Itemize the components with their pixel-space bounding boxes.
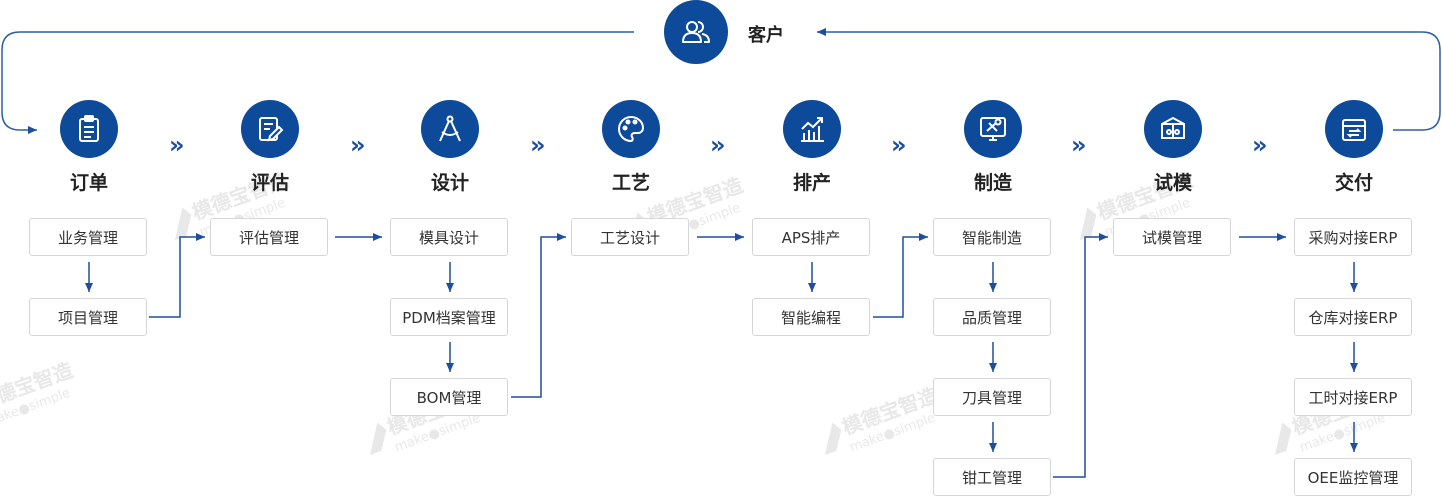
stage-label: 交付 — [1334, 172, 1373, 194]
connector — [1053, 233, 1108, 478]
users-icon — [682, 21, 710, 43]
process-box-project-mgmt: 项目管理 — [29, 298, 147, 336]
process-box-business-mgmt: 业务管理 — [29, 218, 147, 256]
stage-label: 订单 — [69, 172, 108, 194]
chevron-right-icon: » — [1071, 131, 1086, 159]
stage-node-evaluate — [241, 100, 299, 158]
palette-icon — [618, 115, 645, 143]
stage-node-schedule — [783, 100, 841, 158]
customer-label: 客户 — [748, 25, 784, 46]
delivery-box-icon — [1342, 119, 1366, 141]
process-box-oee: OEE监控管理 — [1294, 458, 1412, 496]
stage-label: 试模 — [1153, 172, 1192, 194]
stage-label: 制造 — [973, 172, 1012, 194]
clipboard-list-icon — [79, 115, 99, 142]
connector — [511, 233, 566, 398]
chevron-right-icon: » — [530, 131, 545, 159]
process-box-aps: APS排产 — [752, 218, 870, 256]
process-box-bom: BOM管理 — [390, 378, 508, 416]
customer-node — [664, 0, 728, 64]
stage-node-process — [602, 100, 660, 158]
vertical-arrows — [85, 262, 1358, 452]
mold-box-icon — [1161, 116, 1185, 139]
bar-chart-trend-icon — [801, 117, 824, 142]
process-box-purchase-erp: 采购对接ERP — [1294, 218, 1412, 256]
stage-label: 工艺 — [611, 172, 650, 194]
tools-monitor-icon — [980, 117, 1006, 141]
connector — [149, 233, 205, 318]
process-box-warehouse-erp: 仓库对接ERP — [1294, 298, 1412, 336]
stage-connectors — [149, 233, 1286, 478]
process-box-smart-programming: 智能编程 — [752, 298, 870, 336]
process-box-trial-mgmt: 试模管理 — [1113, 218, 1231, 256]
chevron-right-icon: » — [891, 131, 906, 159]
stage-node-trial — [1144, 100, 1202, 158]
stage-node-design — [421, 100, 479, 158]
stage-label: 设计 — [430, 172, 469, 194]
loop-right-line — [817, 28, 1441, 131]
process-box-process-design: 工艺设计 — [571, 218, 689, 256]
compass-drafting-icon — [439, 115, 461, 142]
process-box-pdm: PDM档案管理 — [390, 298, 508, 336]
stage-label: 排产 — [792, 172, 831, 194]
chevron-right-icon: » — [1252, 131, 1267, 159]
stage-node-deliver — [1325, 100, 1383, 158]
stage-node-order — [60, 100, 118, 158]
loop-left-line — [1, 31, 634, 134]
process-box-smart-manufacturing: 智能制造 — [933, 218, 1051, 256]
connector — [873, 233, 928, 318]
edit-document-icon — [259, 117, 284, 142]
process-box-mold-design: 模具设计 — [390, 218, 508, 256]
stage-label: 评估 — [250, 172, 289, 194]
process-box-worktime-erp: 工时对接ERP — [1294, 378, 1412, 416]
stage-node-manufacture — [964, 100, 1022, 158]
chevron-right-icon: » — [169, 131, 184, 159]
process-box-evaluate-mgmt: 评估管理 — [210, 218, 328, 256]
process-box-fitter-mgmt: 钳工管理 — [933, 458, 1051, 496]
process-box-quality-mgmt: 品质管理 — [933, 298, 1051, 336]
process-box-tool-mgmt: 刀具管理 — [933, 378, 1051, 416]
chevron-right-icon: » — [350, 131, 365, 159]
chevron-right-icon: » — [710, 131, 725, 159]
